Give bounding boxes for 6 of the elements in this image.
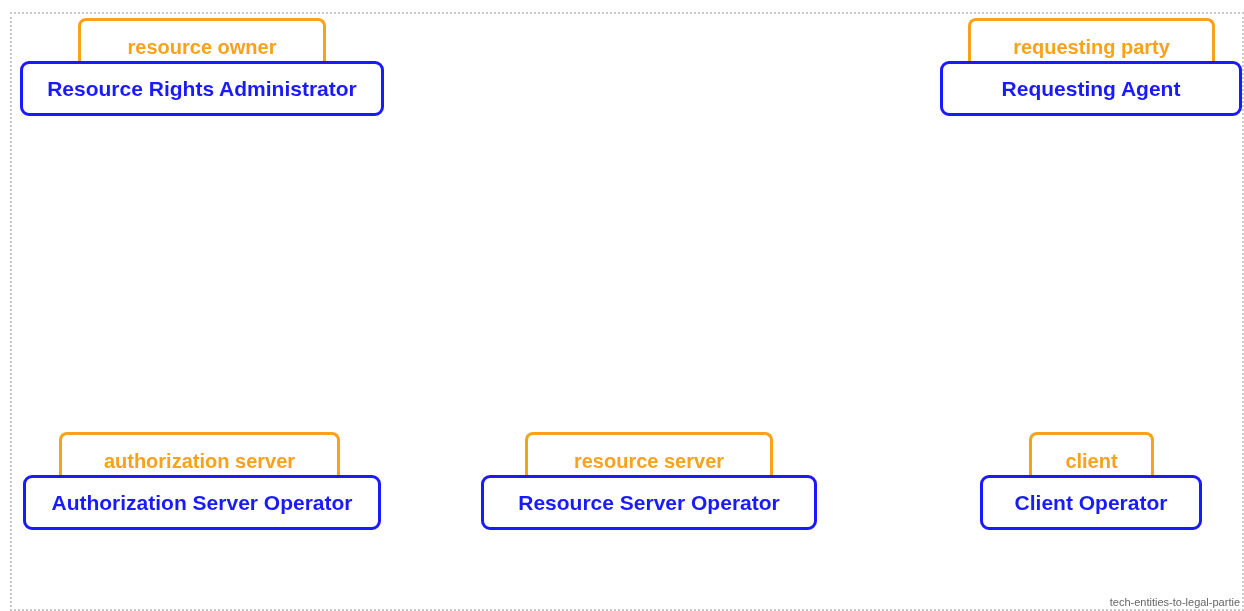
entity-box: Resource Server Operator bbox=[481, 475, 817, 530]
entity-box: Requesting Agent bbox=[940, 61, 1242, 116]
entity-box: Client Operator bbox=[980, 475, 1202, 530]
entity-box: Authorization Server Operator bbox=[23, 475, 381, 530]
entity-box: Resource Rights Administrator bbox=[20, 61, 384, 116]
file-name-note: tech-entities-to-legal-partie bbox=[1109, 596, 1240, 608]
